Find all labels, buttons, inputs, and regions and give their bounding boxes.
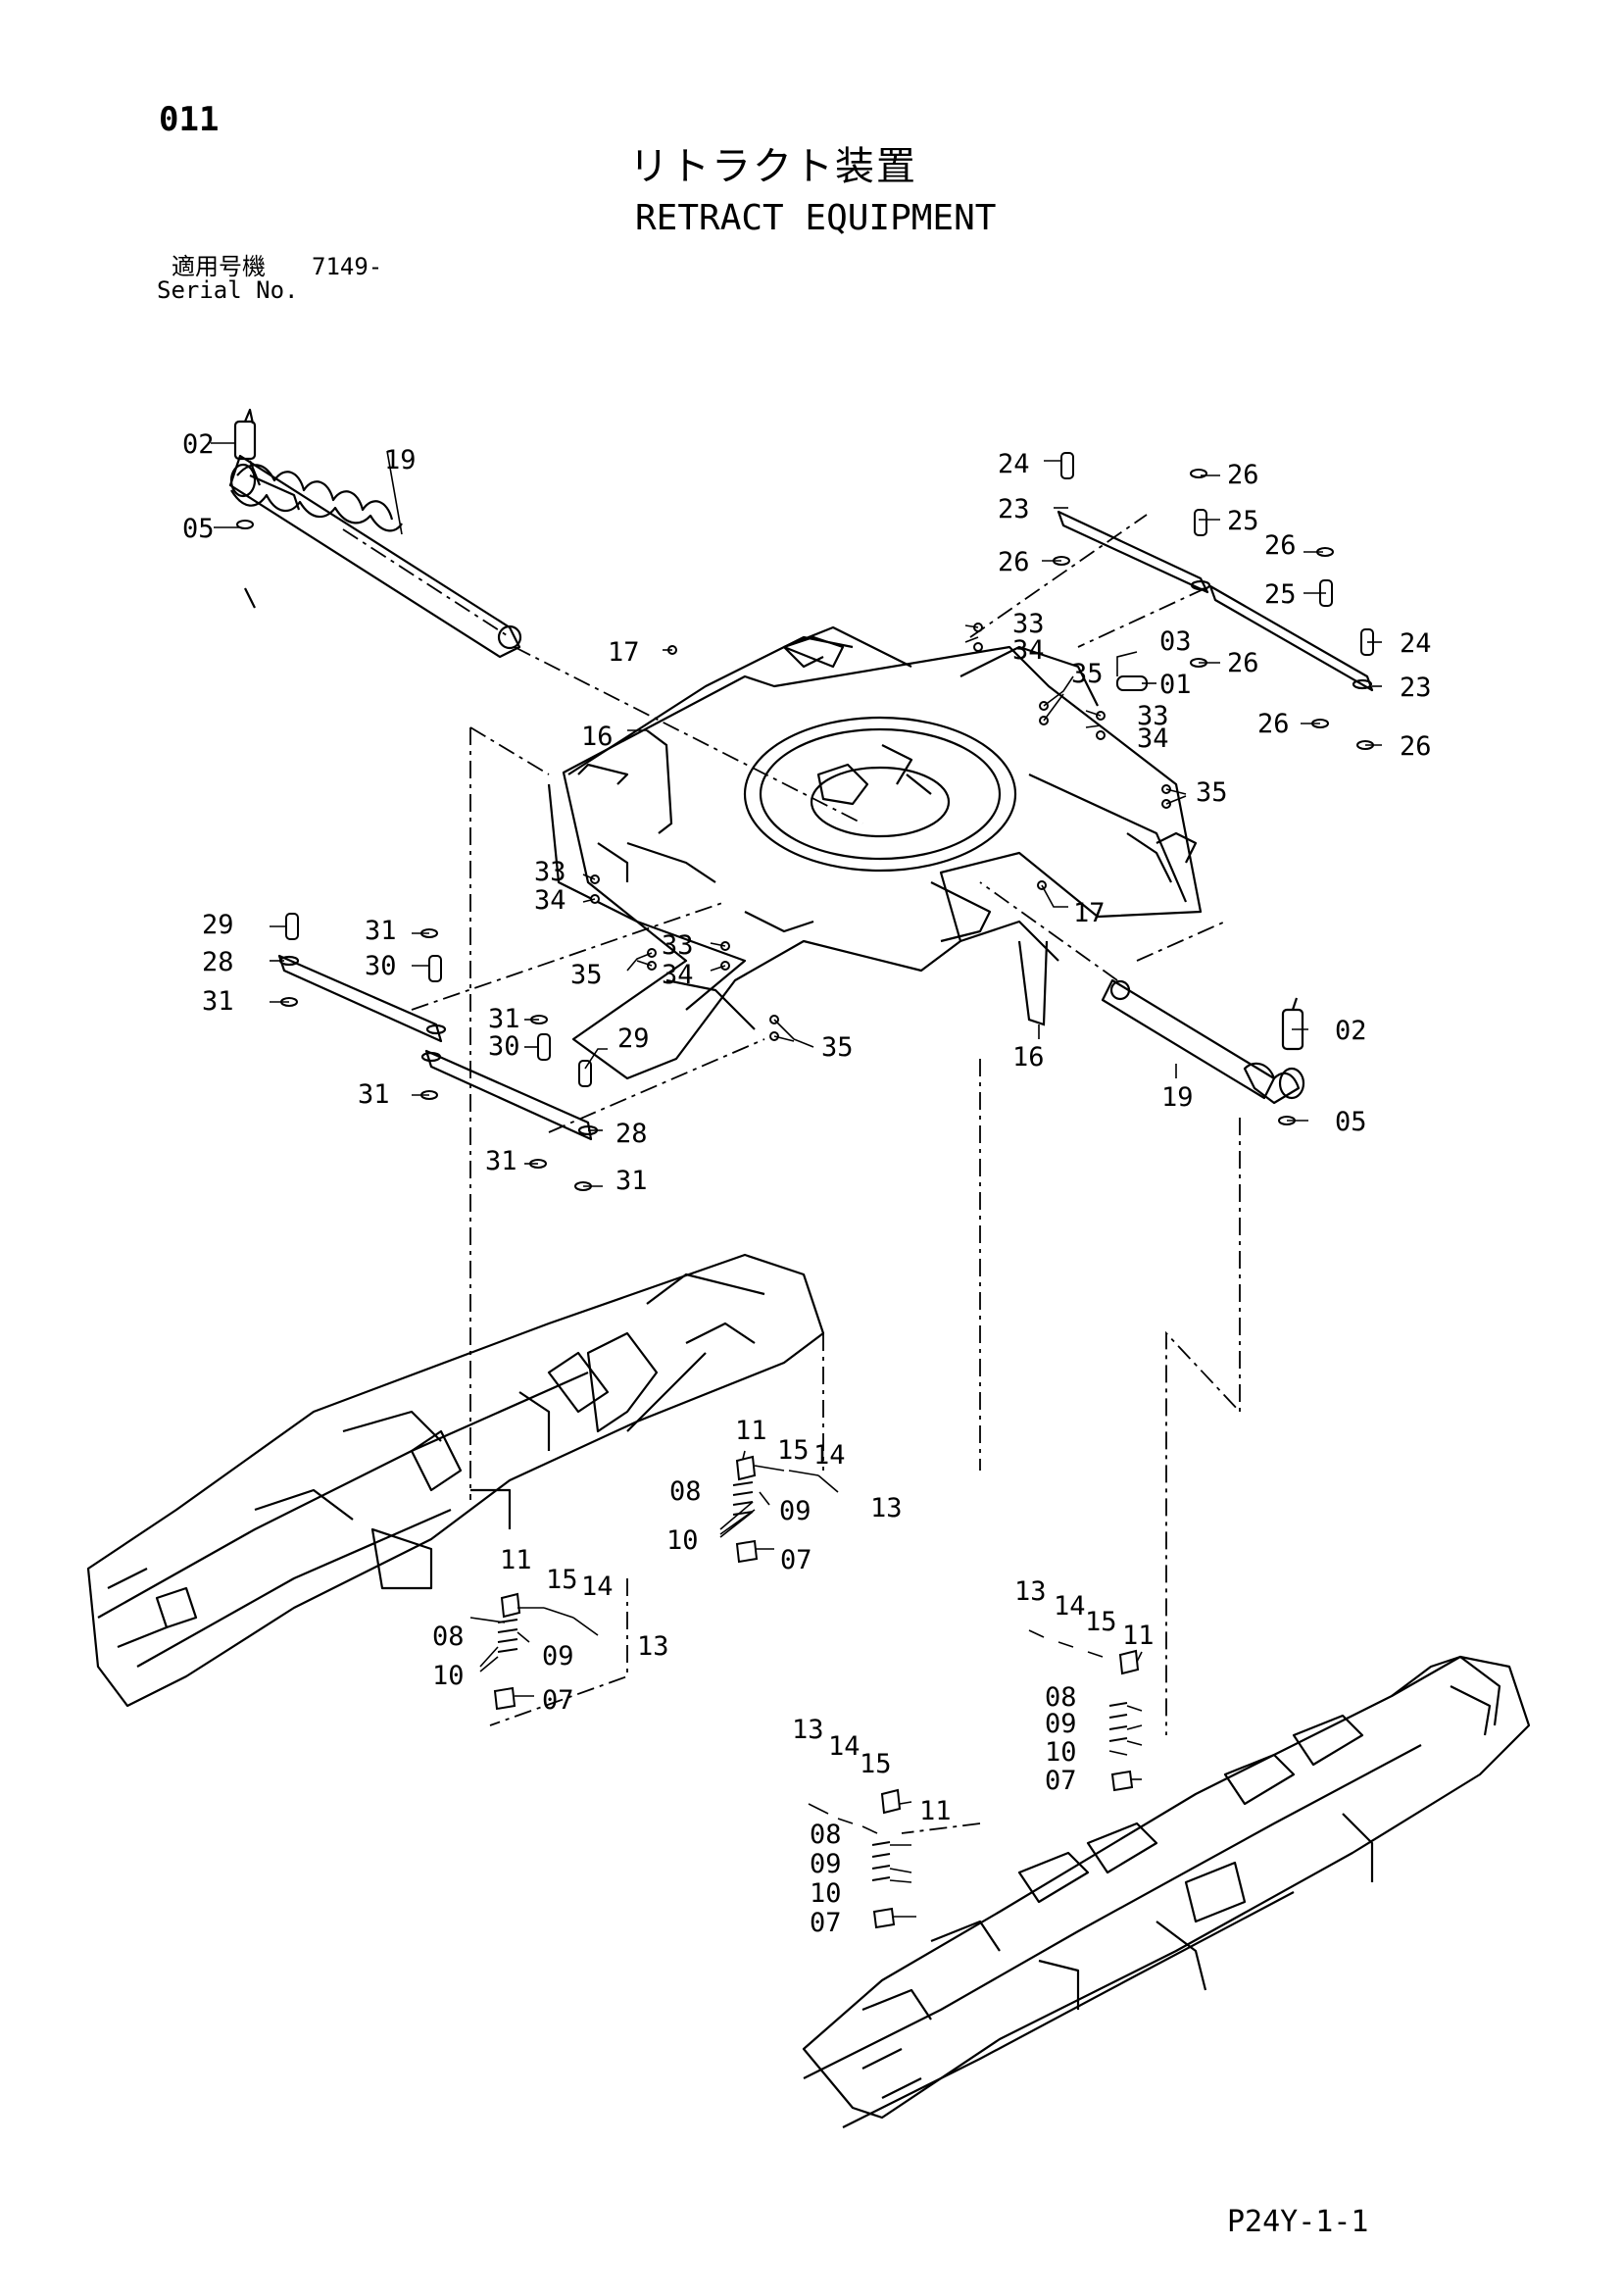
callout-11: 11 — [735, 1416, 767, 1446]
page-number: 011 — [159, 100, 220, 139]
callout-07: 07 — [1045, 1766, 1077, 1796]
callout-11: 11 — [500, 1545, 532, 1575]
callout-15: 15 — [777, 1435, 810, 1466]
callout-33: 33 — [1137, 701, 1169, 731]
callout-30: 30 — [365, 951, 397, 981]
callout-10: 10 — [666, 1525, 699, 1556]
callout-25: 25 — [1227, 506, 1259, 536]
callout-23: 23 — [998, 494, 1030, 524]
callout-08: 08 — [432, 1622, 465, 1652]
callout-24: 24 — [1400, 628, 1432, 659]
callout-29: 29 — [202, 910, 234, 940]
callout-34: 34 — [1012, 635, 1045, 666]
callout-26: 26 — [1227, 648, 1259, 678]
callout-11: 11 — [919, 1796, 952, 1826]
callout-34: 34 — [534, 885, 566, 916]
callout-09: 09 — [779, 1496, 812, 1526]
callout-14: 14 — [581, 1572, 614, 1602]
callout-34: 34 — [1137, 724, 1169, 754]
phantom-lines — [342, 514, 1241, 1834]
callout-01: 01 — [1159, 670, 1192, 700]
serial-label-japanese: 適用号機 — [172, 253, 266, 280]
callout-33: 33 — [1012, 609, 1045, 639]
leader-lines — [211, 442, 1382, 1918]
callout-24: 24 — [998, 449, 1030, 479]
callout-17: 17 — [608, 637, 640, 668]
title-japanese: リトラクト装置 — [629, 144, 917, 189]
callout-03: 03 — [1159, 626, 1192, 657]
callout-26: 26 — [998, 547, 1030, 577]
callout-14: 14 — [813, 1440, 846, 1471]
shim-stacks — [493, 1455, 1140, 1929]
callout-02: 02 — [182, 429, 215, 460]
callout-33: 33 — [662, 930, 694, 961]
callout-09: 09 — [810, 1849, 842, 1879]
handles — [646, 729, 1049, 1026]
callout-31: 31 — [485, 1146, 517, 1176]
callout-19: 19 — [384, 445, 417, 475]
callout-31: 31 — [202, 986, 234, 1017]
callout-labels: 02 05 19 17 16 24 23 26 26 25 26 25 24 2… — [182, 429, 1432, 1938]
callout-07: 07 — [780, 1545, 812, 1575]
callout-07: 07 — [810, 1908, 842, 1938]
callout-26: 26 — [1227, 460, 1259, 490]
callout-13: 13 — [637, 1631, 669, 1662]
callout-10: 10 — [432, 1661, 465, 1691]
callout-16: 16 — [1012, 1042, 1045, 1073]
track-frame-right — [802, 1655, 1531, 2128]
callout-14: 14 — [1054, 1591, 1086, 1622]
callout-25: 25 — [1264, 579, 1297, 610]
callout-07: 07 — [542, 1685, 574, 1716]
callout-23: 23 — [1400, 673, 1432, 703]
callout-02: 02 — [1335, 1016, 1367, 1046]
retract-cylinder-left — [228, 408, 522, 659]
callout-31: 31 — [615, 1166, 648, 1196]
callout-35: 35 — [570, 960, 603, 990]
callout-26: 26 — [1400, 731, 1432, 762]
callout-13: 13 — [870, 1493, 903, 1523]
callout-08: 08 — [669, 1476, 702, 1507]
serial-number-value: 7149- — [312, 253, 383, 280]
callout-35: 35 — [1071, 659, 1104, 689]
callout-35: 35 — [1196, 777, 1228, 808]
callout-05: 05 — [182, 514, 215, 544]
callout-33: 33 — [534, 857, 566, 887]
figure-code: P24Y-1-1 — [1227, 2205, 1369, 2239]
callout-28: 28 — [615, 1119, 648, 1149]
callout-10: 10 — [1045, 1737, 1077, 1768]
callout-15: 15 — [1085, 1607, 1117, 1637]
callout-17: 17 — [1073, 898, 1106, 928]
callout-15: 15 — [546, 1565, 578, 1595]
callout-31: 31 — [488, 1004, 520, 1034]
callout-13: 13 — [792, 1715, 824, 1745]
retract-cylinder-right — [1101, 978, 1305, 1105]
callout-31: 31 — [365, 916, 397, 946]
serial-label-english: Serial No. — [157, 276, 299, 304]
callout-08: 08 — [810, 1820, 842, 1850]
callout-15: 15 — [860, 1749, 892, 1779]
callout-28: 28 — [202, 947, 234, 977]
callout-11: 11 — [1122, 1621, 1155, 1651]
callout-26: 26 — [1257, 709, 1290, 739]
callout-31: 31 — [358, 1079, 390, 1110]
callout-34: 34 — [662, 960, 694, 990]
callout-29: 29 — [617, 1023, 650, 1054]
title-english: RETRACT EQUIPMENT — [635, 198, 997, 238]
callout-09: 09 — [1045, 1709, 1077, 1739]
callout-10: 10 — [810, 1878, 842, 1909]
track-frame-left — [86, 1253, 825, 1708]
callout-08: 08 — [1045, 1682, 1077, 1713]
callout-16: 16 — [581, 722, 614, 752]
upper-center-frame — [547, 625, 1203, 1080]
callout-13: 13 — [1014, 1576, 1047, 1607]
callout-19: 19 — [1161, 1082, 1194, 1113]
callout-30: 30 — [488, 1031, 520, 1062]
callout-14: 14 — [828, 1731, 861, 1762]
callout-35: 35 — [821, 1032, 854, 1063]
callout-05: 05 — [1335, 1107, 1367, 1137]
callout-09: 09 — [542, 1641, 574, 1672]
callout-26: 26 — [1264, 530, 1297, 561]
